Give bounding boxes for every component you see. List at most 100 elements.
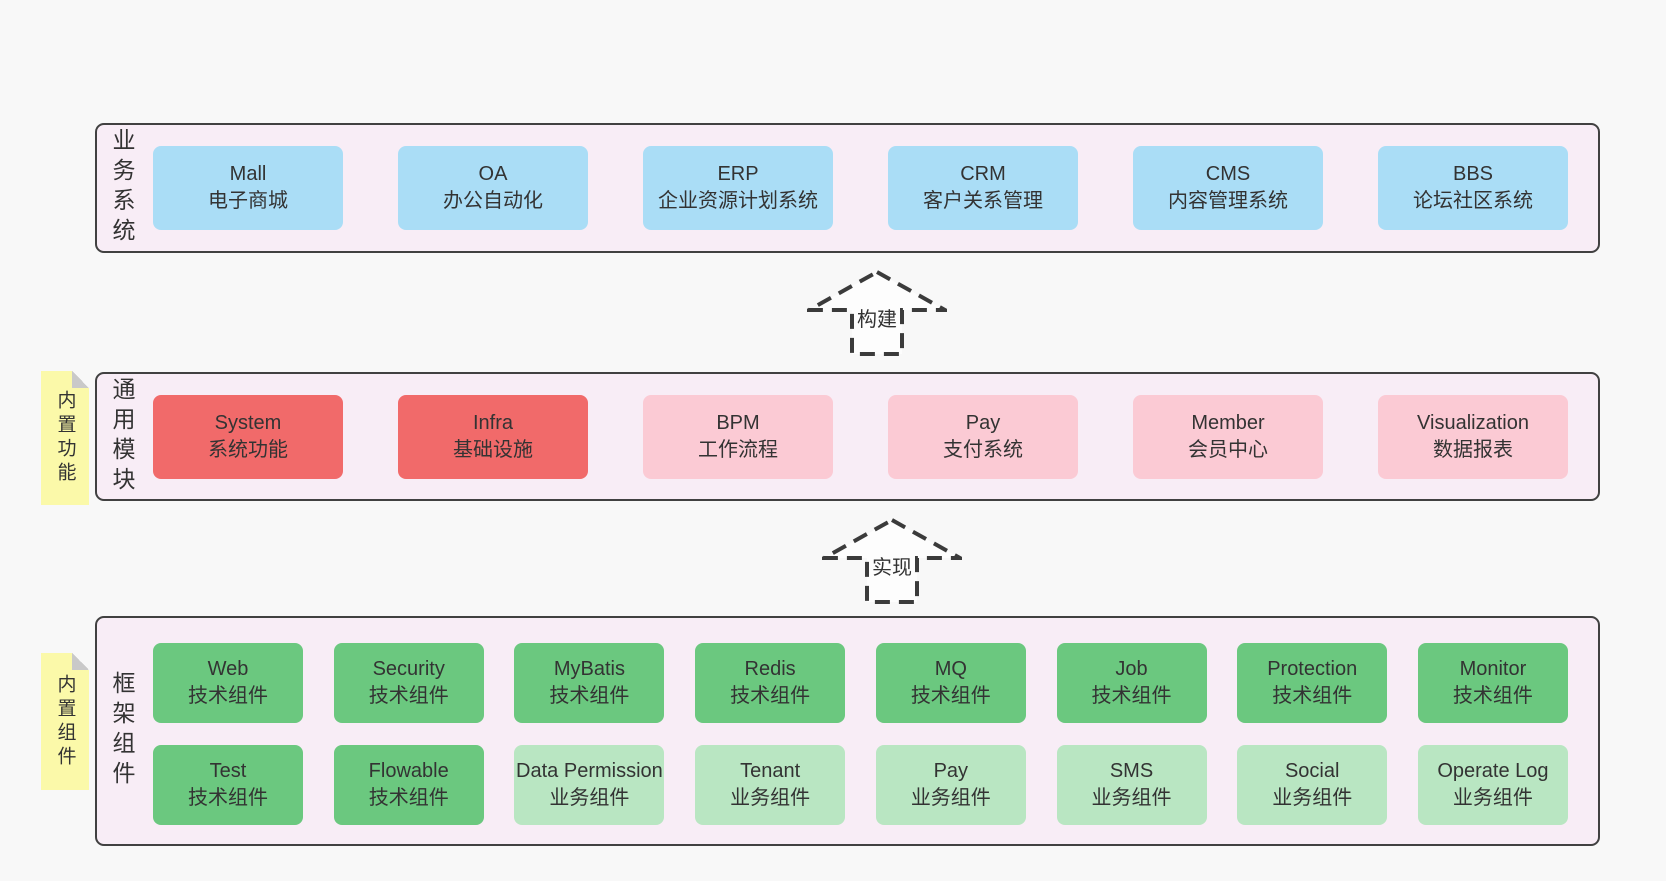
- box-monitor: Monitor 技术组件: [1417, 643, 1568, 723]
- components-row-1: Web 技术组件 Security 技术组件 MyBatis 技术组件 Redi…: [153, 643, 1568, 723]
- business-boxes-row: Mall 电子商城 OA 办公自动化 ERP 企业资源计划系统 CRM 客户关系…: [153, 146, 1568, 230]
- box-social: Social 业务组件: [1237, 745, 1388, 825]
- arrow-implement: 实现: [822, 518, 962, 604]
- box-subtitle: 客户关系管理: [923, 190, 1043, 212]
- box-erp: ERP 企业资源计划系统: [643, 146, 833, 230]
- box-mall: Mall 电子商城: [153, 146, 343, 230]
- section-framework-components: 框架组件 Web 技术组件 Security 技术组件 MyBatis 技术组件…: [95, 616, 1600, 846]
- box-security: Security 技术组件: [333, 643, 484, 723]
- box-subtitle: 技术组件: [188, 685, 268, 707]
- section-label-components: 框架组件: [109, 671, 135, 791]
- box-title: MyBatis: [553, 658, 625, 680]
- box-title: Tenant: [740, 760, 801, 782]
- box-subtitle: 业务组件: [1452, 787, 1533, 809]
- box-subtitle: 业务组件: [1272, 787, 1353, 809]
- box-title: Security: [372, 658, 445, 680]
- box-title: Flowable: [368, 760, 449, 782]
- box-subtitle: 电子商城: [208, 190, 288, 212]
- box-operate-log: Operate Log 业务组件: [1417, 745, 1568, 825]
- box-member: Member 会员中心: [1133, 394, 1323, 479]
- box-title: Infra: [472, 411, 514, 434]
- box-web: Web 技术组件: [153, 643, 303, 723]
- sticky-note-built-in-components: 内置组件: [41, 653, 89, 790]
- box-subtitle: 办公自动化: [443, 190, 543, 212]
- box-pay-module: Pay 支付系统: [888, 394, 1078, 479]
- section-common-modules: 通用模块 System 系统功能 Infra 基础设施 BPM 工作流程 Pay…: [95, 372, 1600, 501]
- box-subtitle: 企业资源计划系统: [658, 190, 818, 212]
- box-sms: SMS 业务组件: [1056, 745, 1207, 825]
- sticky-note-label: 内置组件: [54, 673, 76, 770]
- arrow-build-label: 构建: [854, 303, 900, 332]
- box-subtitle: 业务组件: [549, 787, 630, 809]
- box-subtitle: 论坛社区系统: [1413, 190, 1533, 212]
- box-title: OA: [478, 163, 508, 185]
- box-title: CRM: [960, 163, 1006, 185]
- box-subtitle: 技术组件: [910, 685, 991, 707]
- box-job: Job 技术组件: [1056, 643, 1207, 723]
- box-title: Visualization: [1417, 411, 1529, 434]
- box-title: Job: [1115, 658, 1148, 680]
- box-title: Social: [1284, 760, 1340, 782]
- box-subtitle: 业务组件: [730, 787, 811, 809]
- box-oa: OA 办公自动化: [398, 146, 588, 230]
- box-tenant: Tenant 业务组件: [695, 745, 846, 825]
- box-mq: MQ 技术组件: [875, 643, 1026, 723]
- box-title: CMS: [1205, 163, 1251, 185]
- box-subtitle: 支付系统: [943, 438, 1023, 461]
- components-row-2: Test 技术组件 Flowable 技术组件 Data Permission …: [153, 745, 1568, 825]
- box-title: SMS: [1109, 760, 1154, 782]
- box-pay-component: Pay 业务组件: [875, 745, 1026, 825]
- section-label-modules: 通用模块: [109, 376, 135, 497]
- box-protection: Protection 技术组件: [1237, 643, 1388, 723]
- box-subtitle: 技术组件: [549, 685, 630, 707]
- box-flowable: Flowable 技术组件: [333, 745, 484, 825]
- box-crm: CRM 客户关系管理: [888, 146, 1078, 230]
- box-subtitle: 内容管理系统: [1168, 190, 1288, 212]
- box-subtitle: 数据报表: [1433, 438, 1513, 461]
- box-data-permission: Data Permission 业务组件: [514, 745, 665, 825]
- section-business-systems: 业务系统 Mall 电子商城 OA 办公自动化 ERP 企业资源计划系统 CRM…: [95, 123, 1600, 253]
- box-title: Pay: [965, 411, 1001, 434]
- box-title: Web: [207, 658, 249, 680]
- box-title: Member: [1191, 411, 1265, 434]
- arrow-implement-label: 实现: [869, 551, 915, 580]
- box-subtitle: 技术组件: [368, 787, 449, 809]
- box-system: System 系统功能: [153, 394, 343, 479]
- box-title: Test: [209, 760, 247, 782]
- box-cms: CMS 内容管理系统: [1133, 146, 1323, 230]
- box-bbs: BBS 论坛社区系统: [1378, 146, 1568, 230]
- box-redis: Redis 技术组件: [695, 643, 846, 723]
- box-subtitle: 基础设施: [453, 438, 533, 461]
- box-title: Monitor: [1459, 658, 1527, 680]
- section-label-business: 业务系统: [109, 128, 135, 248]
- folded-corner-icon: [72, 653, 89, 670]
- box-mybatis: MyBatis 技术组件: [514, 643, 665, 723]
- box-title: Pay: [933, 760, 969, 782]
- box-subtitle: 技术组件: [730, 685, 811, 707]
- box-infra: Infra 基础设施: [398, 394, 588, 479]
- box-title: BBS: [1452, 163, 1494, 185]
- box-title: MQ: [934, 658, 967, 680]
- box-bpm: BPM 工作流程: [643, 394, 833, 479]
- box-subtitle: 技术组件: [188, 787, 268, 809]
- box-subtitle: 技术组件: [1091, 685, 1172, 707]
- box-title: ERP: [717, 163, 759, 185]
- box-subtitle: 系统功能: [208, 438, 288, 461]
- box-title: Operate Log: [1437, 760, 1549, 782]
- arrow-build: 构建: [807, 270, 947, 356]
- box-title: Data Permission: [516, 760, 663, 782]
- box-visualization: Visualization 数据报表: [1378, 394, 1568, 479]
- sticky-note-label: 内置功能: [54, 390, 76, 486]
- box-title: Mall: [229, 163, 267, 185]
- box-title: BPM: [716, 411, 760, 434]
- box-subtitle: 业务组件: [1091, 787, 1172, 809]
- folded-corner-icon: [72, 371, 89, 388]
- box-title: System: [214, 411, 282, 434]
- box-subtitle: 工作流程: [698, 438, 778, 461]
- box-subtitle: 会员中心: [1188, 438, 1268, 461]
- box-title: Protection: [1267, 658, 1358, 680]
- modules-boxes-row: System 系统功能 Infra 基础设施 BPM 工作流程 Pay 支付系统…: [153, 394, 1568, 479]
- box-subtitle: 技术组件: [368, 685, 449, 707]
- box-title: Redis: [744, 658, 796, 680]
- box-test: Test 技术组件: [153, 745, 303, 825]
